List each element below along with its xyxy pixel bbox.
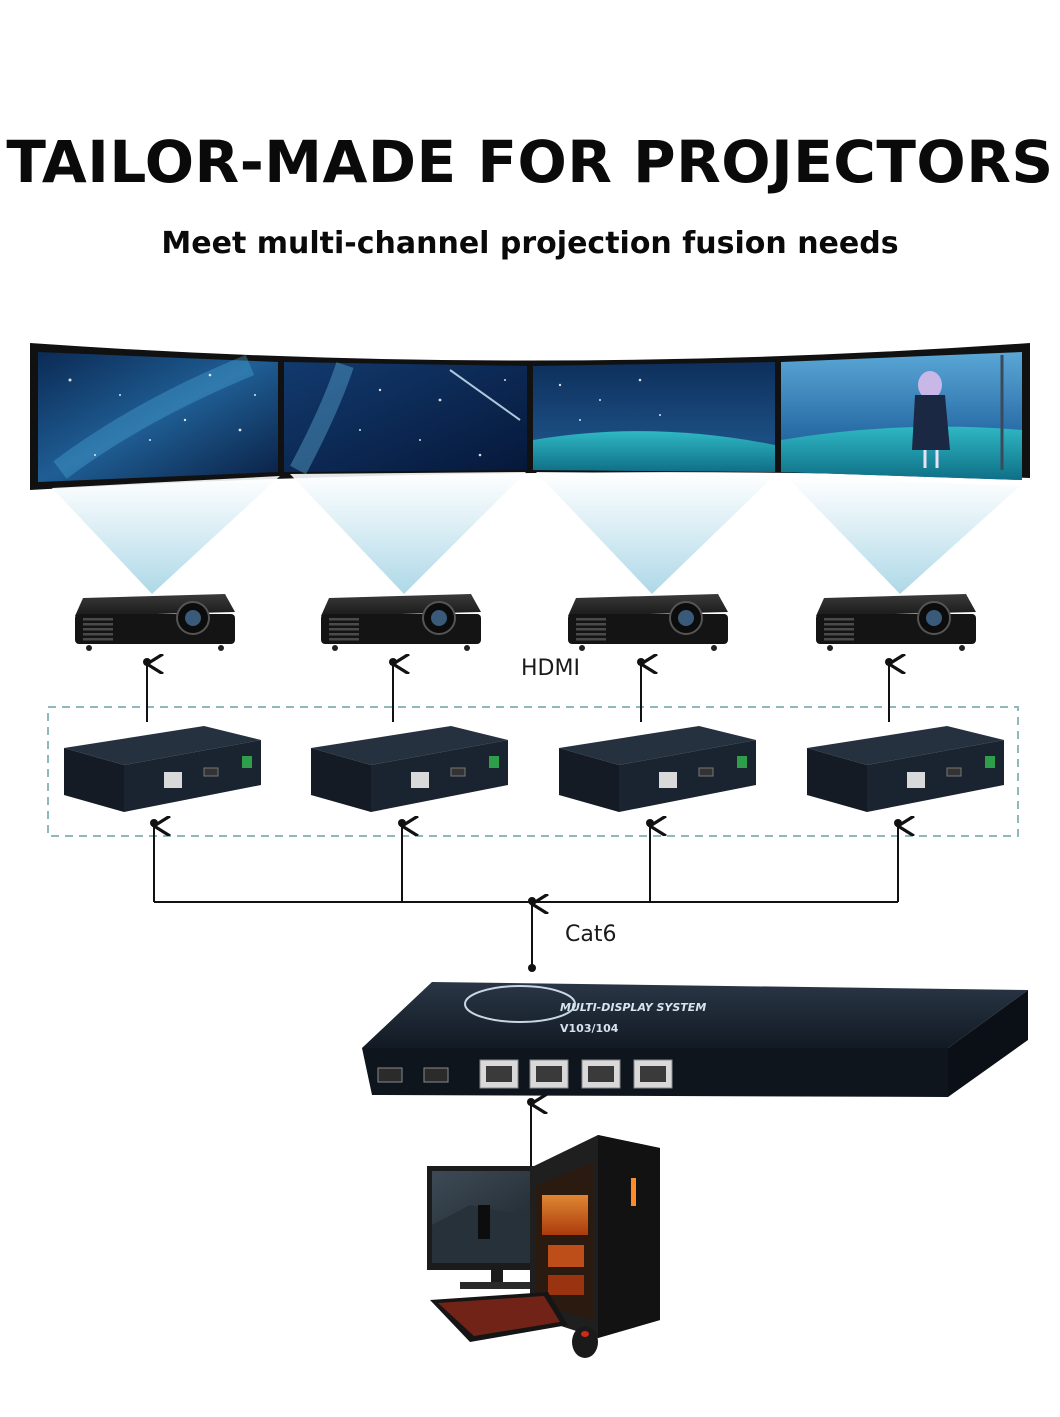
hdmi-port-icon	[203, 767, 219, 777]
terminal-block-icon	[737, 756, 747, 768]
hdmi-port-icon	[698, 767, 714, 777]
page-title: TAILOR-MADE FOR PROJECTORS	[6, 128, 1054, 196]
keyboard-icon	[430, 1292, 568, 1342]
projector-icon	[321, 594, 481, 651]
rj45-port-icon	[411, 772, 429, 788]
terminal-block-icon	[242, 756, 252, 768]
hdmi-port-icon	[377, 1067, 403, 1083]
beam-3	[536, 472, 776, 594]
page-subtitle: Meet multi-channel projection fusion nee…	[161, 226, 899, 261]
splitter-logo-icon	[464, 985, 576, 1023]
hdmi-arrows	[147, 664, 889, 722]
fusion-screen	[30, 343, 1030, 490]
terminal-block-icon	[489, 756, 499, 768]
rj45-port-icon	[659, 772, 677, 788]
terminal-block-icon	[985, 756, 995, 768]
projector-icon	[816, 594, 976, 651]
splitter-logo-text: MULTI-DISPLAY SYSTEM	[560, 1001, 706, 1014]
hdbaset-splitter: MULTI-DISPLAY SYSTEM V103/104	[362, 982, 1028, 1097]
pc-tower-icon	[530, 1135, 660, 1338]
hdbaset-receiver-icon	[807, 726, 1004, 812]
hdmi-port-icon	[946, 767, 962, 777]
cat6-tree	[154, 826, 898, 968]
hdbaset-receiver-icon	[559, 726, 756, 812]
projection-beams	[52, 472, 1020, 594]
beam-1	[52, 476, 280, 594]
receiver-group-box	[47, 706, 1019, 837]
rj45-port-icon	[907, 772, 925, 788]
wiring	[143, 658, 902, 1170]
screen-panel-1	[38, 352, 278, 482]
screen-panel-2	[284, 362, 527, 475]
splitter-model-text: V103/104	[560, 1022, 619, 1035]
hdbaset-receiver-icon	[64, 726, 261, 812]
screen-frame	[30, 343, 1030, 490]
screen-panel-4	[781, 352, 1022, 480]
girl-figure-icon	[912, 371, 950, 468]
hdmi-port-icon	[423, 1067, 449, 1083]
projector-icon	[568, 594, 728, 651]
hdmi-port-icon	[450, 767, 466, 777]
screen-panel-3	[533, 362, 775, 472]
rj45-port-icon	[164, 772, 182, 788]
pc-setup	[427, 1135, 660, 1358]
mouse-icon	[572, 1326, 598, 1358]
beam-2	[290, 472, 526, 594]
beam-4	[786, 476, 1020, 594]
hdbaset-receiver-icon	[311, 726, 508, 812]
projector-icon	[75, 594, 235, 651]
hdmi-label: HDMI	[521, 656, 580, 681]
cat6-label: Cat6	[565, 922, 617, 947]
